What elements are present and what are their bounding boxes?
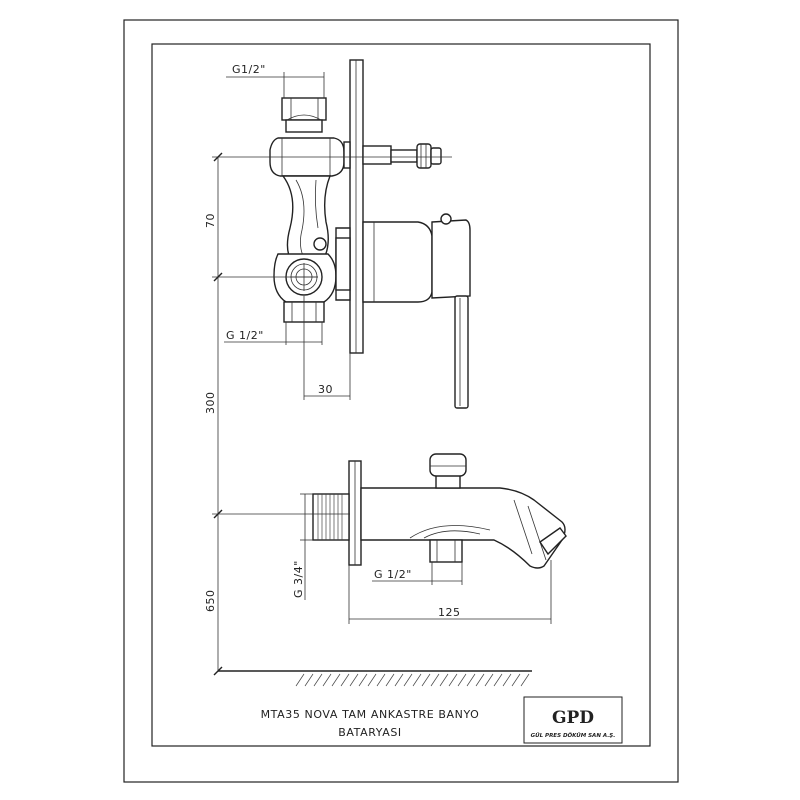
- valve-body-drawing: [269, 59, 471, 409]
- floor-hatch-line: [358, 673, 368, 687]
- floor-hatch-line: [340, 673, 350, 687]
- dim-125: 125: [438, 606, 461, 619]
- dim-inlet-top: G1/2": [232, 63, 266, 76]
- logo-mark: GPD: [552, 708, 594, 728]
- floor-hatch-line: [511, 673, 521, 687]
- logo-company: GÜL PRES DÖKÜM SAN A.Ş.: [531, 732, 616, 739]
- spout-drawing: [312, 453, 567, 569]
- inner-frame: [151, 43, 651, 747]
- dim-650: 650: [204, 590, 217, 613]
- floor-hatch-line: [295, 673, 305, 687]
- dim-spout-thread: G 3/4": [292, 560, 305, 598]
- floor-hatch-line: [322, 673, 332, 687]
- logo-box: GPD GÜL PRES DÖKÜM SAN A.Ş.: [523, 696, 623, 744]
- floor-hatch-line: [484, 673, 494, 687]
- floor-hatch-line: [457, 673, 467, 687]
- floor-hatch-line: [376, 673, 386, 687]
- floor-hatch-line: [421, 673, 431, 687]
- title-line-1: MTA35 NOVA TAM ANKASTRE BANYO: [261, 708, 480, 721]
- dim-inlet-bottom: G 1/2": [226, 329, 264, 342]
- floor-hatch-line: [466, 673, 476, 687]
- dimension-lines: [212, 72, 552, 676]
- floor-hatch-line: [403, 673, 413, 687]
- floor-hatch-line: [520, 673, 530, 687]
- dim-30: 30: [318, 383, 333, 396]
- floor-hatch-line: [439, 673, 449, 687]
- floor-hatch-line: [394, 673, 404, 687]
- floor-hatch-line: [367, 673, 377, 687]
- floor-hatch-line: [493, 673, 503, 687]
- floor-hatch-line: [502, 673, 512, 687]
- floor-hatching: [218, 670, 532, 687]
- dim-spout-outlet: G 1/2": [374, 568, 412, 581]
- floor-hatch-line: [304, 673, 314, 687]
- floor-hatch-line: [430, 673, 440, 687]
- outer-frame: [123, 19, 679, 783]
- floor-hatch-line: [331, 673, 341, 687]
- floor-hatch-line: [313, 673, 323, 687]
- floor-hatch-line: [412, 673, 422, 687]
- title-line-2: BATARYASI: [338, 726, 402, 739]
- dim-300: 300: [204, 392, 217, 415]
- floor-hatch-line: [475, 673, 485, 687]
- dim-70: 70: [204, 213, 217, 228]
- floor-hatch-line: [448, 673, 458, 687]
- floor-hatch-line: [349, 673, 359, 687]
- floor-hatch-line: [385, 673, 395, 687]
